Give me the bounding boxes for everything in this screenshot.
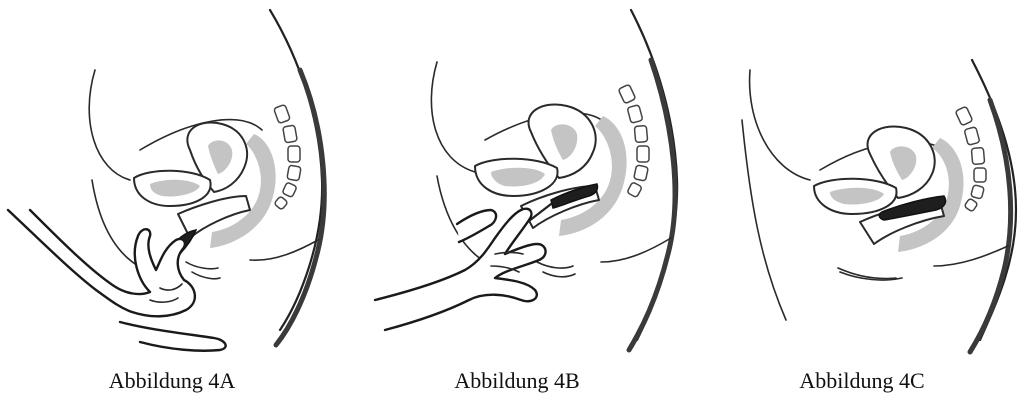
thigh-line xyxy=(838,268,896,279)
figure-4c-illustration xyxy=(690,0,1030,401)
abdomen-outline xyxy=(431,62,475,172)
labia xyxy=(537,262,575,277)
back-contour xyxy=(629,60,675,350)
figure-4b-caption: Abbildung 4B xyxy=(454,368,579,394)
figure-4b-illustration xyxy=(345,0,690,401)
buttock-line xyxy=(250,240,318,260)
figure-4a-caption: Abbildung 4A xyxy=(109,368,236,394)
abdomen-outline xyxy=(89,70,130,180)
abdomen-outline xyxy=(750,70,810,180)
front-outline xyxy=(742,120,786,320)
spine xyxy=(274,104,301,210)
figure-4c-caption: Abbildung 4C xyxy=(799,368,924,394)
labia xyxy=(186,262,220,279)
buttock-line xyxy=(601,238,671,262)
figure-4c: Abbildung 4C xyxy=(690,0,1030,401)
buttock-line xyxy=(934,246,1008,266)
figure-4a: Abbildung 4A xyxy=(0,0,340,401)
index-finger xyxy=(457,210,496,242)
hand xyxy=(8,210,195,316)
figure-4b: Abbildung 4B xyxy=(345,0,690,401)
thumb xyxy=(120,322,226,351)
figure-4a-illustration xyxy=(0,0,340,401)
